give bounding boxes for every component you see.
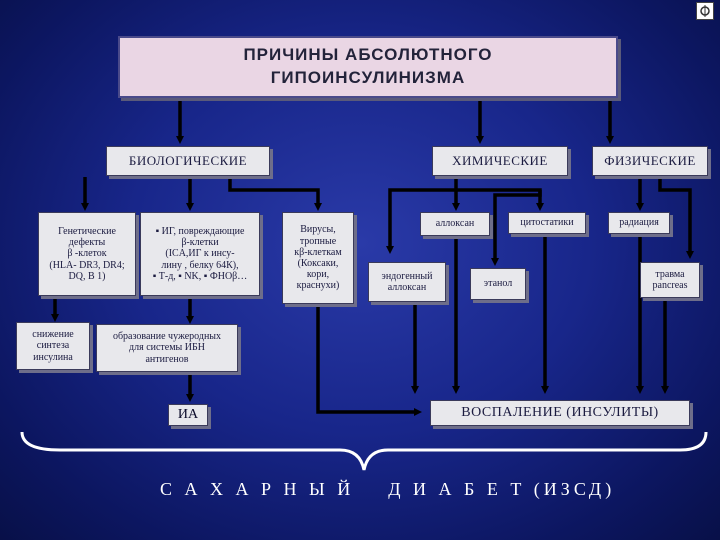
ia-box: ИА [168, 404, 208, 426]
cytostatics-box: цитостатики [508, 212, 586, 234]
pancreas-trauma-box: травма pancreas [640, 262, 700, 298]
inflammation-box: ВОСПАЛЕНИЕ (ИНСУЛИТЫ) [430, 400, 690, 426]
category-physical: ФИЗИЧЕСКИЕ [592, 146, 708, 176]
alloxan-box: аллоксан [420, 212, 490, 236]
final-diagnosis-label: С А Х А Р Н Ы Й Д И А Б Е Т (ИЗСД) [160, 479, 616, 499]
brace [20, 431, 708, 471]
genetic-defects-box: Генетические дефекты β -клеток (HLA- DR3… [38, 212, 136, 296]
ethanol-box: этанол [470, 268, 526, 300]
immune-factors-box: ▪ ИГ, повреждающие β-клетки (ICA,ИГ к ин… [140, 212, 260, 296]
corner-ornament-icon [696, 2, 714, 20]
radiation-box: радиация [608, 212, 670, 234]
endogenous-alloxan-box: эндогенный аллоксан [368, 262, 446, 302]
category-biological: БИОЛОГИЧЕСКИЕ [106, 146, 270, 176]
foreign-antigens-box: образование чужеродных для системы ИБН а… [96, 324, 238, 372]
diagram-title: ПРИЧИНЫ АБСОЛЮТНОГО ГИПОИНСУЛИНИЗМА [118, 36, 618, 98]
category-chemical: ХИМИЧЕСКИЕ [432, 146, 568, 176]
insulin-synthesis-box: снижение синтеза инсулина [16, 322, 90, 370]
viruses-box: Вирусы, тропные кβ-клеткам (Коксаки, кор… [282, 212, 354, 304]
